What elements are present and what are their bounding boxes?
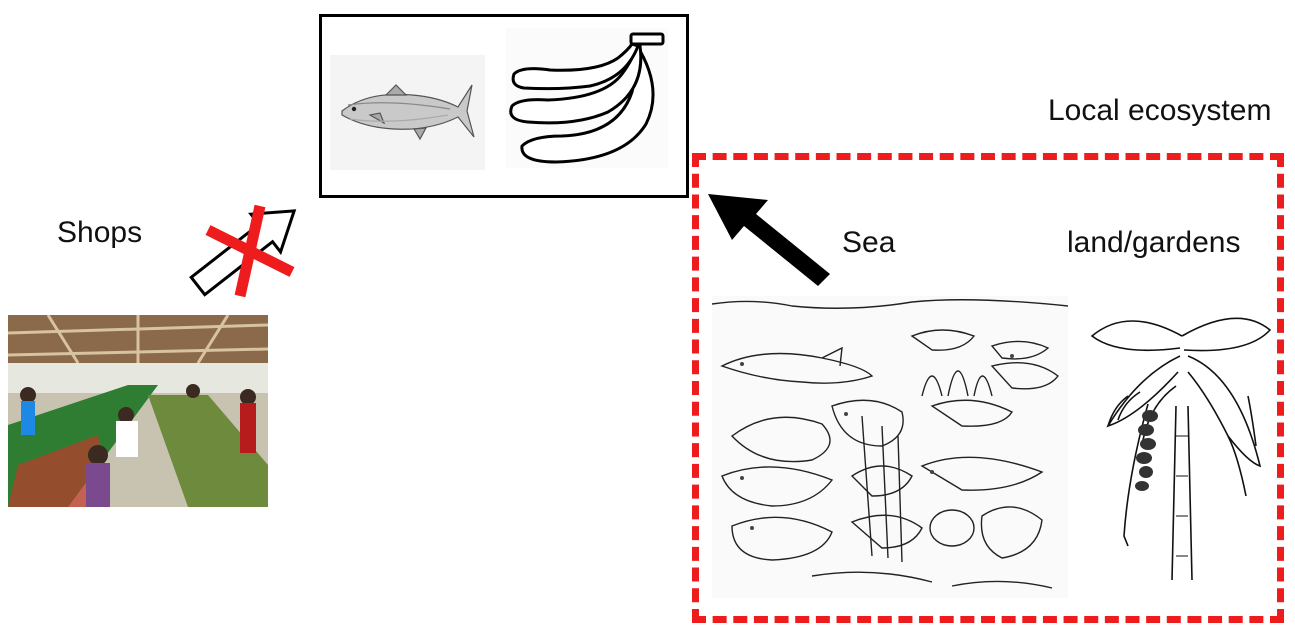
shops-label: Shops bbox=[57, 216, 142, 250]
ecosystem-arrow bbox=[700, 186, 836, 296]
solid-arrow-icon bbox=[708, 194, 830, 286]
red-cross-icon bbox=[200, 200, 300, 300]
local-ecosystem-label: Local ecosystem bbox=[1048, 94, 1271, 128]
banana-bunch-illustration bbox=[506, 28, 668, 168]
market-photo bbox=[8, 315, 268, 507]
fish-illustration bbox=[330, 55, 485, 170]
sea-reef-illustration bbox=[712, 296, 1068, 598]
banana-tree-illustration bbox=[1088, 296, 1272, 582]
